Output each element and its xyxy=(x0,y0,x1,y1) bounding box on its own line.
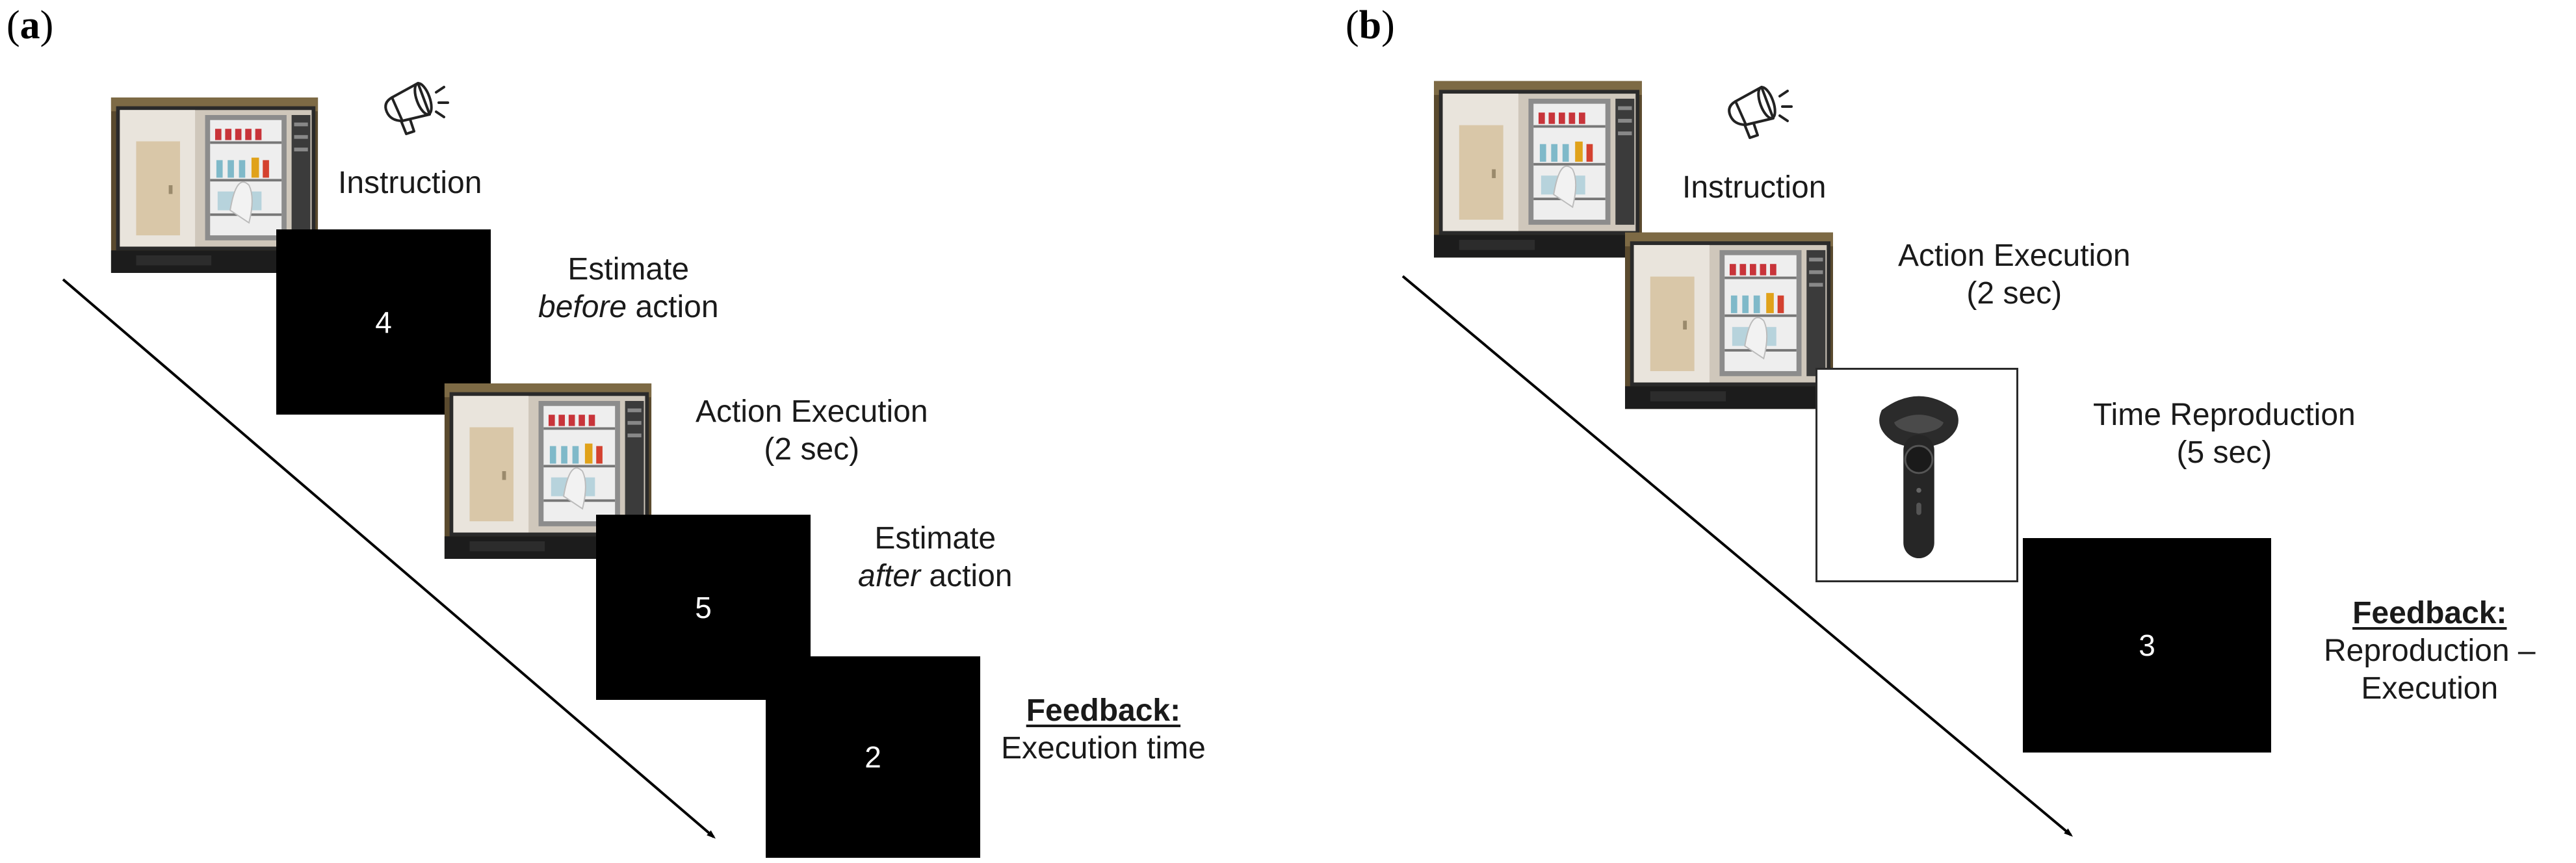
panel-a: (a) Instruction 4 Estimate before action… xyxy=(7,3,1206,858)
estimate-after-label: Estimate after action xyxy=(858,521,1013,593)
kitchen-scene-image xyxy=(1434,77,1642,262)
megaphone-icon xyxy=(380,69,452,140)
feedback-value: 2 xyxy=(865,740,881,774)
vr-controller-image xyxy=(1854,385,1984,571)
megaphone-icon xyxy=(1724,73,1795,144)
feedback-label: Feedback: Execution time xyxy=(1001,693,1206,766)
feedback-value: 3 xyxy=(2139,628,2155,662)
timeline-arrow-b xyxy=(1401,275,2074,837)
time-reproduction-label: Time Reproduction (5 sec) xyxy=(2093,398,2356,470)
panel-b: (b) Instruction Action Execution (2 sec)… xyxy=(1339,0,2576,863)
vr-controller-box xyxy=(1815,368,2018,582)
estimate-before-value: 4 xyxy=(375,305,392,339)
feedback-label: Feedback: Reproduction – Execution xyxy=(2324,596,2536,706)
instruction-label: Instruction xyxy=(338,166,482,200)
feedback-screen: 3 xyxy=(2023,538,2271,753)
estimate-before-label: Estimate before action xyxy=(538,252,719,324)
panel-a-label: (a) xyxy=(7,3,54,47)
kitchen-scene-image xyxy=(1625,231,1833,410)
action-execution-label: Action Execution (2 sec) xyxy=(1898,238,2131,311)
estimate-after-value: 5 xyxy=(695,590,712,625)
feedback-screen: 2 xyxy=(766,656,980,858)
action-execution-label: Action Execution (2 sec) xyxy=(696,394,928,467)
timeline-arrow-a xyxy=(62,278,716,839)
instruction-label: Instruction xyxy=(1682,170,1827,205)
panel-b-label: (b) xyxy=(1346,3,1395,47)
